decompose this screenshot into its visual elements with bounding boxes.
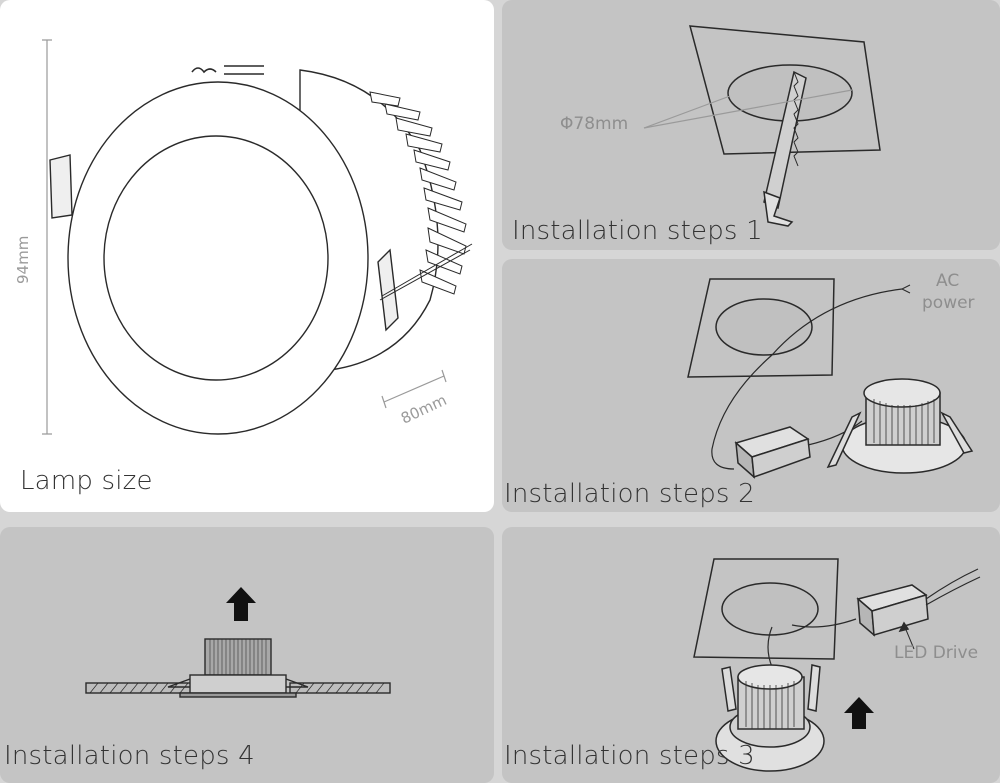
up-arrow-icon (226, 587, 256, 621)
led-driver-icon (856, 584, 929, 637)
lamp-size-panel: 94mm 80mm Lamp size (0, 0, 494, 512)
cut-hole (715, 298, 813, 356)
step1-caption: Installation steps 1 (512, 216, 763, 246)
step2-drawing (687, 278, 974, 479)
spring-clip-left (721, 666, 737, 712)
heatsink-fins (369, 91, 467, 295)
spring-clip-left (49, 154, 73, 219)
lamp-body (189, 674, 287, 694)
ac-power-label-line1: AC (936, 271, 960, 291)
installation-step-2-panel: AC power Installation steps 2 (502, 259, 1000, 512)
spring-clip-right (807, 664, 821, 712)
step4-drawing (85, 587, 391, 698)
led-driver-icon (734, 426, 811, 479)
downlight-icon (826, 378, 974, 474)
ac-power-label-line2: power (922, 293, 975, 313)
step4-caption: Installation steps 4 (4, 741, 255, 771)
downlight-drawing: 94mm 80mm (14, 39, 473, 435)
trim-ring (179, 692, 297, 698)
power-cable (771, 288, 903, 356)
installation-step-1-panel: Φ78mm Installation steps 1 (502, 0, 1000, 250)
spring-clip-right (285, 678, 309, 688)
brand-logo (191, 65, 264, 75)
up-arrow-icon (844, 697, 874, 729)
hole-diameter-label: Φ78mm (560, 114, 629, 134)
step2-caption: Installation steps 2 (504, 479, 755, 509)
depth-dimension-line (381, 369, 447, 409)
lamp-size-caption: Lamp size (20, 466, 153, 496)
diffuser-lens (103, 135, 329, 381)
downlight-icon (49, 65, 473, 435)
spring-clip-left (826, 411, 862, 469)
spring-clip-right (377, 248, 399, 332)
installation-step-4-panel: Installation steps 4 (0, 527, 494, 783)
step1-drawing (643, 25, 881, 227)
step3-caption: Installation steps 3 (504, 741, 755, 771)
spring-clip-right (940, 411, 974, 454)
spring-clip-left (167, 678, 191, 688)
hole-saw-icon (763, 70, 807, 227)
hole-dimension-leaders (643, 89, 853, 129)
installation-step-3-panel: LED Drive Installation steps 3 (502, 527, 1000, 783)
downlight-icon (715, 664, 825, 772)
step3-drawing (693, 558, 981, 772)
height-dimension-line (42, 39, 52, 435)
slab-hatching (89, 682, 385, 694)
depth-label: 80mm (398, 391, 449, 428)
led-driver-label: LED Drive (894, 643, 979, 663)
height-label: 94mm (14, 236, 32, 284)
